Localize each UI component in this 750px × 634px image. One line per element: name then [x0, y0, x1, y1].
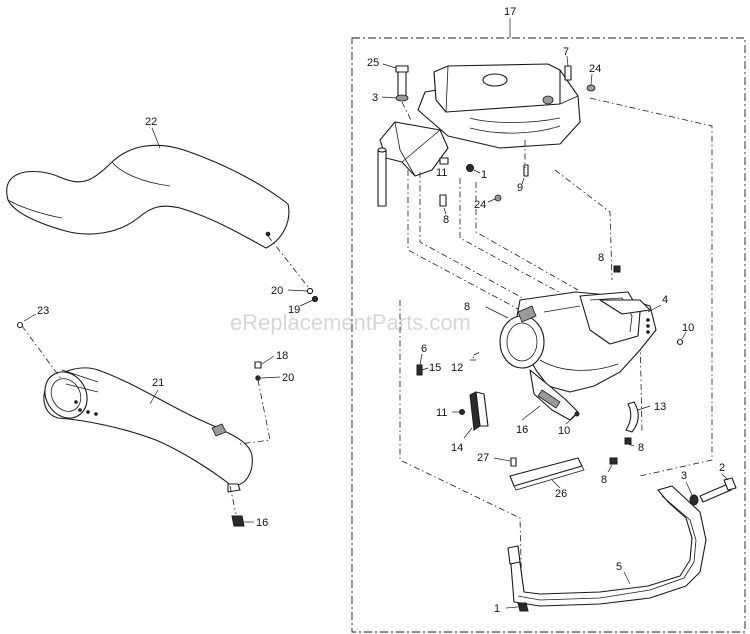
bolt-8-lower-a — [624, 437, 635, 447]
callout-3-top: 3 — [372, 92, 378, 104]
dash-23-21 — [21, 325, 63, 381]
dash-25 — [401, 101, 413, 123]
fastener-10-right — [676, 331, 687, 346]
callout-16-right: 16 — [516, 424, 528, 436]
callout-4: 4 — [662, 294, 668, 306]
callout-19: 19 — [288, 304, 300, 316]
leader-16-right — [521, 405, 541, 421]
guide-line-e — [554, 169, 613, 281]
bolt-25 — [382, 63, 409, 97]
callout-8-upper: 8 — [598, 252, 604, 264]
washer-3-bottom — [685, 481, 699, 506]
dash-18-21 — [239, 379, 271, 445]
part-21-elbow-pipe — [43, 367, 253, 493]
guide-line-a — [407, 170, 521, 311]
callout-8-lower-b: 8 — [601, 474, 607, 486]
watermark: eReplacementParts.com — [230, 310, 471, 335]
part-14-plate — [452, 391, 489, 439]
bolt-2 — [699, 473, 737, 503]
part-26-bar — [509, 457, 585, 491]
callout-8-top: 8 — [443, 214, 449, 226]
callout-8-lower-a: 8 — [638, 442, 644, 454]
fastener-1-top — [466, 164, 481, 174]
guide-line-h — [399, 300, 523, 601]
washer-3-top — [381, 94, 409, 102]
callout-12: 12 — [451, 362, 463, 374]
callout-17: 17 — [504, 6, 516, 18]
callout-1-top: 1 — [481, 169, 487, 181]
callout-13: 13 — [654, 401, 666, 413]
callout-1-bottom: 1 — [494, 603, 500, 615]
callout-26: 26 — [555, 488, 567, 500]
leader-10-lower — [565, 415, 576, 425]
callout-21: 21 — [152, 377, 164, 389]
bolt-8-chute — [485, 306, 509, 319]
fastener-16-left — [231, 515, 254, 527]
part-13-strip — [625, 401, 651, 433]
bolt-8-top — [439, 194, 447, 215]
fastener-19 — [299, 295, 319, 307]
callout-14: 14 — [451, 442, 463, 454]
callout-15: 15 — [429, 362, 441, 374]
guide-line-b — [419, 172, 531, 303]
callout-16-left: 16 — [256, 517, 268, 529]
bolt-8-lower-b — [607, 457, 618, 473]
fastener-23 — [16, 313, 37, 329]
guide-line-f — [589, 97, 713, 477]
callout-6: 6 — [421, 343, 427, 355]
callout-23: 23 — [37, 305, 49, 317]
callout-11-top: 11 — [436, 167, 447, 179]
callout-22: 22 — [145, 116, 157, 128]
callout-24-top: 24 — [589, 63, 601, 75]
callout-5: 5 — [616, 561, 622, 573]
dash-22-20 — [267, 235, 313, 293]
leader-22 — [151, 127, 161, 149]
leader-21 — [149, 389, 159, 405]
guide-line-c — [459, 178, 567, 297]
assembly-17-frame — [351, 37, 746, 633]
part-5-u-frame — [507, 485, 707, 607]
dash-12 — [470, 351, 481, 361]
callout-10-right: 10 — [682, 322, 694, 334]
fastener-20-top — [287, 287, 314, 295]
bolt-7 — [564, 55, 572, 81]
callout-10-lower: 10 — [558, 425, 570, 437]
bolt-8-upper — [613, 265, 621, 273]
dash-21-16 — [229, 485, 237, 515]
washer-24-top — [586, 73, 596, 92]
callout-11-lower: 11 — [436, 407, 447, 419]
callout-20-top: 20 — [271, 285, 283, 297]
callout-27: 27 — [477, 452, 489, 464]
mount-bracket — [377, 121, 449, 207]
leader-4 — [647, 304, 662, 313]
fastener-27 — [493, 457, 517, 467]
callout-9: 9 — [517, 182, 523, 194]
fastener-6-15 — [416, 353, 429, 376]
callout-7: 7 — [563, 46, 569, 58]
callout-20-left: 20 — [282, 372, 294, 384]
guide-line-d — [475, 182, 579, 291]
callout-2: 2 — [719, 462, 725, 474]
callout-8-chute: 8 — [464, 301, 470, 313]
callout-25: 25 — [367, 57, 379, 69]
part-22-hose — [6, 144, 290, 249]
fastener-1-bottom — [505, 602, 529, 612]
callout-24-mid: 24 — [474, 199, 486, 211]
washer-24-lower — [487, 194, 502, 203]
callout-3-bottom: 3 — [681, 470, 687, 482]
fastener-11-top — [439, 157, 449, 165]
callout-18: 18 — [276, 350, 288, 362]
spout-top-housing — [417, 63, 581, 149]
part-4-chute — [499, 291, 657, 421]
